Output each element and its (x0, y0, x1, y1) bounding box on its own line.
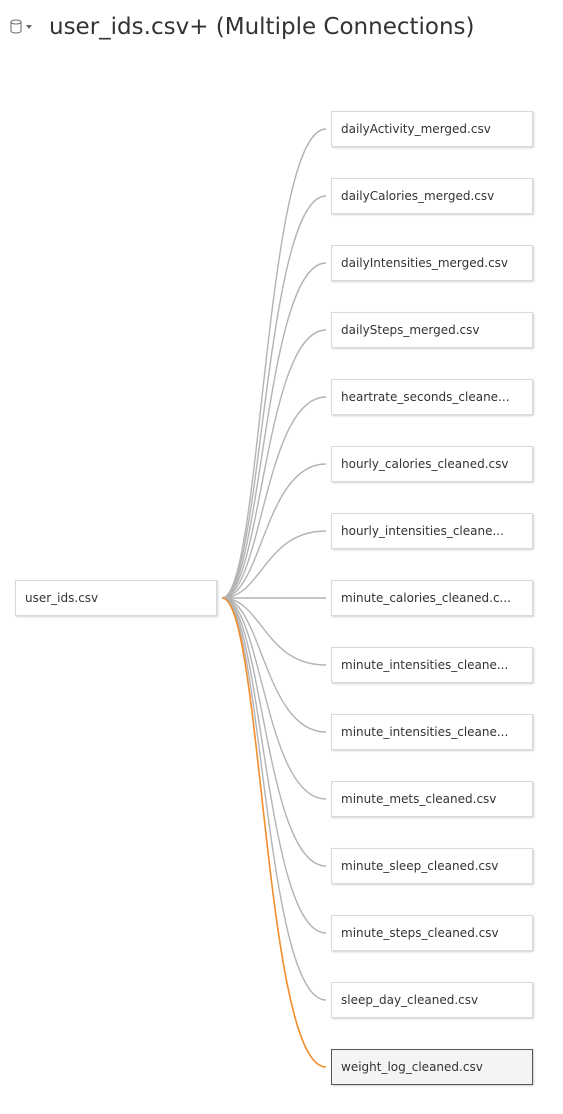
table-box-9[interactable]: minute_intensities_cleane... (331, 647, 533, 683)
table-box-3[interactable]: dailyIntensities_merged.csv (331, 245, 533, 281)
table-box-12[interactable]: minute_sleep_cleaned.csv (331, 848, 533, 884)
database-icon[interactable] (10, 19, 32, 35)
table-box-1[interactable]: dailyActivity_merged.csv (331, 111, 533, 147)
chevron-down-icon[interactable] (26, 25, 32, 29)
table-box-2[interactable]: dailyCalories_merged.csv (331, 178, 533, 214)
table-box-14[interactable]: sleep_day_cleaned.csv (331, 982, 533, 1018)
relationship-link-3[interactable] (221, 262, 327, 599)
relationship-link-9[interactable] (221, 597, 327, 666)
root-table-user-ids[interactable]: user_ids.csv (15, 580, 217, 616)
table-box-13[interactable]: minute_steps_cleaned.csv (331, 915, 533, 951)
table-box-11[interactable]: minute_mets_cleaned.csv (331, 781, 533, 817)
relationship-link-1[interactable] (221, 128, 327, 599)
relationship-link-4[interactable] (221, 329, 327, 599)
table-box-15[interactable]: weight_log_cleaned.csv (331, 1049, 533, 1085)
relationship-link-14[interactable] (221, 597, 327, 1001)
relationship-link-6[interactable] (221, 463, 327, 599)
title-bar: user_ids.csv+ (Multiple Connections) (0, 0, 563, 56)
table-box-10[interactable]: minute_intensities_cleane... (331, 714, 533, 750)
table-box-8[interactable]: minute_calories_cleaned.c... (331, 580, 533, 616)
relationship-link-12[interactable] (221, 597, 327, 867)
table-box-5[interactable]: heartrate_seconds_cleane... (331, 379, 533, 415)
relationship-link-10[interactable] (221, 597, 327, 733)
page-title[interactable]: user_ids.csv+ (Multiple Connections) (49, 14, 475, 40)
relationship-link-7[interactable] (221, 530, 327, 599)
relationship-link-15[interactable] (221, 597, 327, 1068)
relationship-link-5[interactable] (221, 396, 327, 599)
table-box-4[interactable]: dailySteps_merged.csv (331, 312, 533, 348)
relationship-link-13[interactable] (221, 597, 327, 934)
database-icon-glyph (10, 19, 22, 34)
relationship-link-2[interactable] (221, 195, 327, 599)
relationship-link-11[interactable] (221, 597, 327, 800)
table-box-6[interactable]: hourly_calories_cleaned.csv (331, 446, 533, 482)
table-box-7[interactable]: hourly_intensities_cleane... (331, 513, 533, 549)
